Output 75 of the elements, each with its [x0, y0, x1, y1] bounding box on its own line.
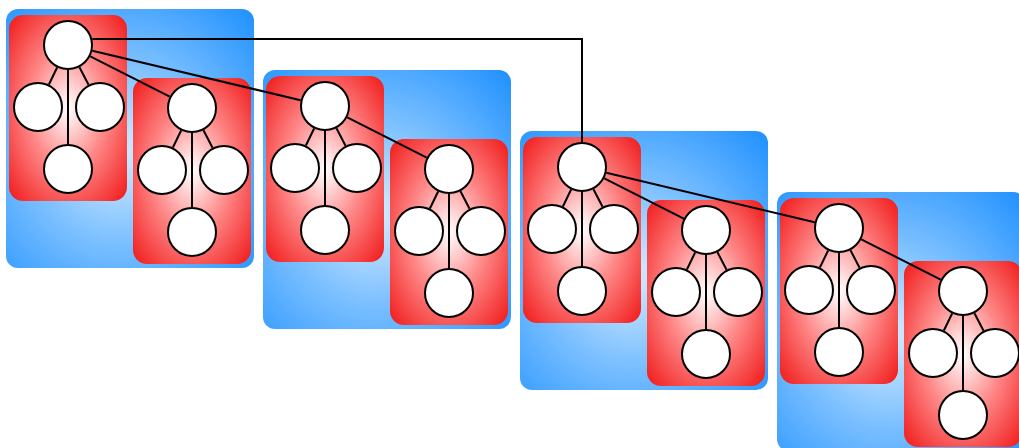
connector-line	[962, 315, 964, 391]
connector-line	[78, 66, 90, 86]
tree-node-circle	[456, 206, 506, 256]
cluster-panel	[390, 139, 508, 325]
tree-node-circle	[713, 267, 763, 317]
tree-node-circle	[167, 83, 217, 133]
connector-line	[605, 171, 816, 224]
tree-node-circle	[784, 265, 834, 315]
connector-line	[47, 66, 59, 86]
connector-line	[581, 191, 583, 267]
tree-node-circle	[908, 328, 958, 378]
cluster-panel	[647, 200, 765, 386]
tree-node-circle	[199, 145, 249, 195]
tree-node-circle	[970, 328, 1019, 378]
connector-line	[67, 69, 69, 145]
connector-line	[171, 129, 183, 149]
tree-node-circle	[814, 327, 864, 377]
cluster-panel	[904, 261, 1019, 447]
cluster-panel	[523, 137, 641, 323]
tree-node-circle	[300, 81, 350, 131]
tree-node-circle	[938, 390, 988, 440]
connector-line	[838, 252, 840, 328]
connector-line	[191, 132, 193, 208]
cluster-panel	[133, 78, 251, 264]
tree-node-circle	[424, 144, 474, 194]
connector-line	[346, 116, 428, 159]
connector-line	[91, 49, 302, 102]
tree-node-circle	[43, 144, 93, 194]
group-panel	[263, 70, 511, 329]
connector-line	[942, 312, 954, 332]
tree-node-circle	[557, 266, 607, 316]
connector-line	[716, 251, 728, 271]
cluster-panel	[780, 198, 898, 384]
cluster-panel	[9, 15, 127, 201]
group-panel	[777, 192, 1019, 448]
tree-node-circle	[300, 205, 350, 255]
connector-line	[91, 38, 583, 143]
tree-node-circle	[846, 265, 896, 315]
connector-line	[202, 129, 214, 149]
tree-node-circle	[137, 145, 187, 195]
connector-line	[89, 55, 171, 98]
connector-line	[335, 127, 347, 147]
tree-node-circle	[424, 268, 474, 318]
connector-line	[705, 254, 707, 330]
tree-node-circle	[43, 20, 93, 70]
tree-node-circle	[651, 267, 701, 317]
connector-line	[685, 251, 697, 271]
connector-line	[603, 177, 685, 220]
tree-node-circle	[167, 207, 217, 257]
connector-line	[973, 312, 985, 332]
connector-line	[860, 238, 942, 281]
connector-line	[459, 190, 471, 210]
tree-node-circle	[557, 142, 607, 192]
tree-node-circle	[394, 206, 444, 256]
tree-node-circle	[681, 205, 731, 255]
connector-line	[818, 249, 830, 269]
tree-node-circle	[527, 204, 577, 254]
tree-node-circle	[681, 329, 731, 379]
connector-line	[448, 193, 450, 269]
tree-node-circle	[13, 82, 63, 132]
cluster-panel	[266, 76, 384, 262]
connector-line	[561, 188, 573, 208]
tree-node-circle	[332, 143, 382, 193]
tree-node-circle	[270, 143, 320, 193]
tree-node-circle	[814, 203, 864, 253]
group-panel	[520, 131, 768, 390]
connector-line	[428, 190, 440, 210]
tree-node-circle	[589, 204, 639, 254]
connector-line	[304, 127, 316, 147]
connector-line	[849, 249, 861, 269]
tree-node-circle	[75, 82, 125, 132]
tree-node-circle	[938, 266, 988, 316]
connector-line	[324, 130, 326, 206]
group-panel	[6, 9, 254, 268]
connector-line	[592, 188, 604, 208]
